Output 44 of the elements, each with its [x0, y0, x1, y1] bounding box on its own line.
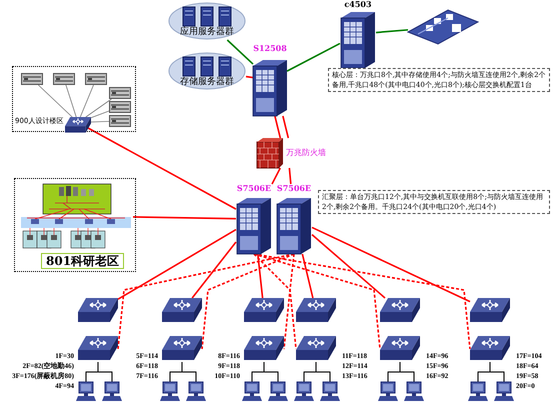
- network-link: [254, 253, 381, 350]
- device-label: S7506E: [276, 184, 312, 192]
- network-link: [264, 362, 278, 382]
- network-link: [271, 168, 281, 184]
- network-link: [316, 362, 330, 382]
- network-link: [311, 234, 386, 299]
- network-link: [246, 76, 254, 78]
- network-link: [283, 254, 295, 350]
- group-label: 存储服务器群: [179, 78, 235, 87]
- network-link: [257, 254, 264, 298]
- group-label: 应用服务器群: [179, 28, 235, 37]
- network-link: [98, 362, 112, 382]
- network-link: [254, 253, 471, 350]
- network-link: [90, 121, 110, 122]
- network-link: [253, 253, 297, 350]
- network-link: [312, 226, 470, 302]
- network-link: [302, 254, 314, 298]
- dotted-zone-box: [14, 178, 136, 272]
- network-link: [38, 84, 73, 118]
- zone-title: 801科研老区: [41, 253, 124, 269]
- network-link: [88, 127, 236, 210]
- device-label: c4503: [343, 0, 373, 8]
- network-link: [66, 84, 77, 118]
- network-link: [182, 362, 196, 382]
- network-link: [282, 116, 290, 138]
- network-link: [132, 216, 236, 220]
- network-link: [118, 228, 236, 300]
- network-link: [117, 253, 294, 350]
- network-link: [400, 362, 414, 382]
- device-label: 万兆防火墙: [286, 149, 326, 157]
- dotted-zone-box: [12, 66, 136, 132]
- network-link: [226, 39, 254, 65]
- device-label: S12508: [252, 44, 288, 52]
- network-link: [274, 116, 282, 138]
- network-link: [201, 253, 294, 350]
- network-link: [288, 168, 292, 184]
- network-link: [90, 110, 110, 118]
- network-link: [286, 42, 340, 72]
- network-link: [85, 98, 112, 118]
- network-link: [80, 84, 94, 118]
- network-link: [376, 29, 408, 34]
- network-link: [490, 362, 504, 382]
- device-label: S7506E: [236, 184, 272, 192]
- network-link: [192, 242, 237, 298]
